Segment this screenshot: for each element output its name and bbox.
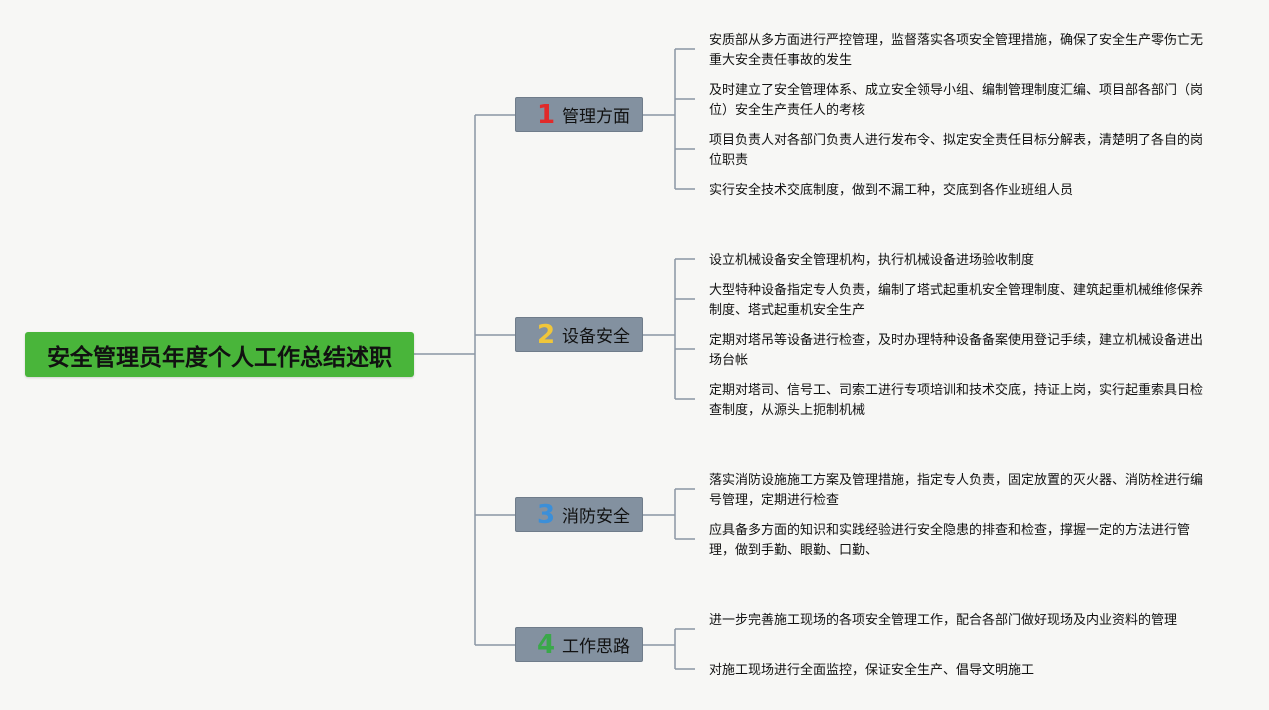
branch-fire-safety: 3 消防安全 (515, 497, 643, 532)
leaf-item: 及时建立了安全管理体系、成立安全领导小组、编制管理制度汇编、项目部各部门（岗位）… (709, 83, 1204, 118)
branch-number: 3 (536, 499, 556, 530)
root-topic: 安全管理员年度个人工作总结述职 (25, 332, 414, 377)
branch-number: 4 (536, 629, 556, 660)
branch-number: 1 (536, 99, 556, 130)
leaf-item: 进一步完善施工现场的各项安全管理工作，配合各部门做好现场及内业资料的管理 (709, 613, 1178, 628)
leaf-item: 应具备多方面的知识和实践经验进行安全隐患的排查和检查，撑握一定的方法进行管理，做… (709, 523, 1191, 558)
branch-label: 工作思路 (562, 637, 630, 657)
branch-label: 设备安全 (562, 327, 630, 347)
leaf-item: 安质部从多方面进行严控管理，监督落实各项安全管理措施，确保了安全生产零伤亡无重大… (709, 33, 1204, 68)
leaf-item: 定期对塔司、信号工、司索工进行专项培训和技术交底，持证上岗，实行起重索具日检查制… (709, 383, 1204, 418)
leaf-item: 项目负责人对各部门负责人进行发布令、拟定安全责任目标分解表，清楚明了各自的岗位职… (709, 133, 1204, 168)
branch-number: 2 (536, 319, 556, 350)
root-title: 安全管理员年度个人工作总结述职 (47, 344, 392, 371)
leaf-item: 对施工现场进行全面监控，保证安全生产、倡导文明施工 (709, 663, 1035, 678)
leaf-item: 定期对塔吊等设备进行检查，及时办理特种设备备案使用登记手续，建立机械设备进出场台… (709, 333, 1204, 368)
leaf-item: 落实消防设施施工方案及管理措施，指定专人负责，固定放置的灭火器、消防栓进行编号管… (709, 473, 1204, 508)
leaf-item: 实行安全技术交底制度，做到不漏工种，交底到各作业班组人员 (709, 183, 1074, 198)
branch-management: 1 管理方面 (515, 97, 643, 132)
branch-label: 管理方面 (562, 107, 630, 127)
leaf-item: 大型特种设备指定专人负责，编制了塔式起重机安全管理制度、建筑起重机械维修保养制度… (709, 283, 1204, 318)
branch-work-plan: 4 工作思路 (515, 627, 643, 662)
branch-label: 消防安全 (562, 507, 630, 527)
leaf-item: 设立机械设备安全管理机构，执行机械设备进场验收制度 (709, 253, 1035, 268)
branch-equipment-safety: 2 设备安全 (515, 317, 643, 352)
